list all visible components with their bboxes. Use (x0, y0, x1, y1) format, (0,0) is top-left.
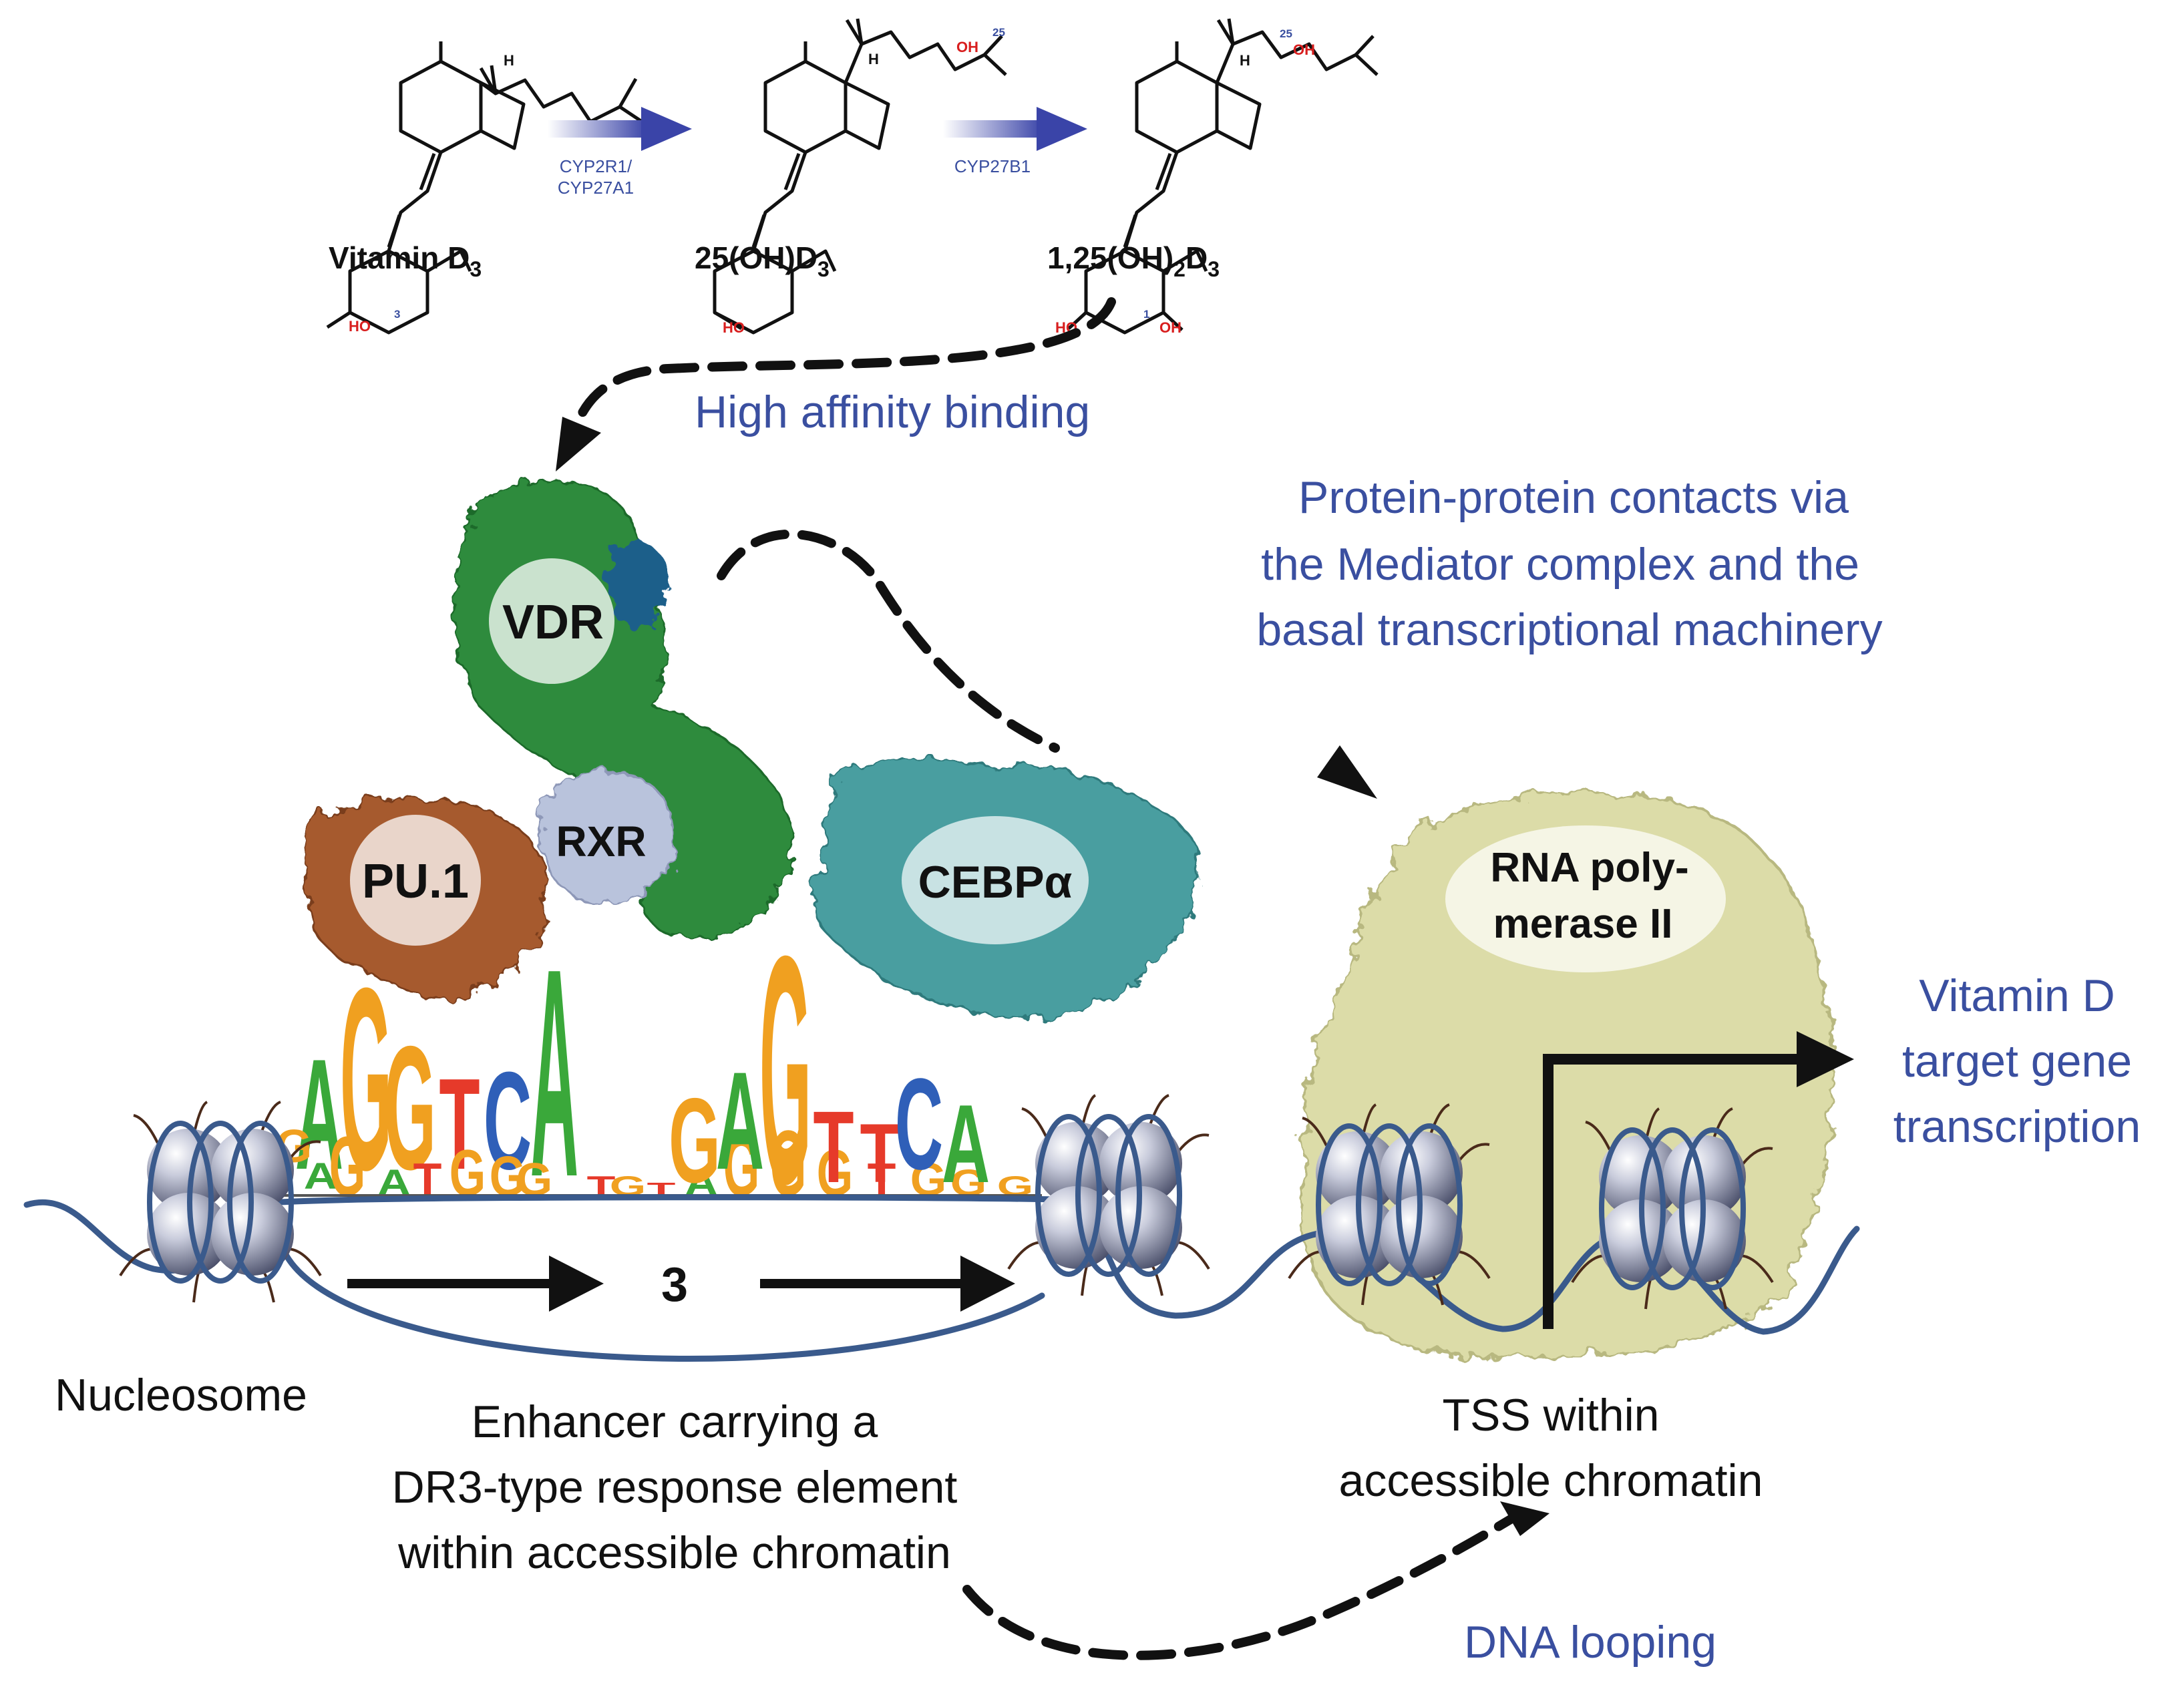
vitamin-d3-structure (326, 41, 645, 335)
25ohd3-structure (713, 18, 1007, 335)
enhancer-label-line2: DR3-type response element (392, 1462, 958, 1513)
half-site-arrowhead-2 (960, 1256, 1015, 1312)
vdr-protein: VDR (453, 480, 795, 940)
motif-right-letter-3: G (759, 889, 811, 1252)
nucleosome-2 (1007, 1094, 1210, 1296)
motif-minor-letter-2: A (304, 1156, 338, 1197)
h-atom-3: H (1240, 52, 1250, 69)
motif-left-letter-1: A (295, 1027, 343, 1203)
target-label-line2: target gene (1902, 1036, 2132, 1087)
125oh2d3-structure (1067, 18, 1379, 335)
high-affinity-label: High affinity binding (695, 387, 1090, 437)
tss-label-line2: accessible chromatin (1339, 1455, 1763, 1506)
enzyme-arrows: CYP2R1/ CYP27A1 CYP27B1 (548, 107, 1087, 198)
dna-looping-label: DNA looping (1464, 1617, 1716, 1668)
rnapol-label-line2: merase II (1493, 901, 1673, 947)
proteins: VDR PU.1 RXR CEBPα (303, 480, 1200, 1020)
compound-125oh2d3: 1,25(OH)2D3 (1047, 240, 1220, 281)
motif-left-letter-5: C (484, 1043, 532, 1198)
pu1-protein: PU.1 (303, 796, 546, 998)
looping-arrow (962, 1511, 1521, 1660)
h-atom-2: H (868, 51, 879, 67)
motif-right-letter-7: A (942, 1083, 990, 1207)
binding-arrowhead (556, 417, 601, 471)
motif-right-letter-5: T (860, 1107, 900, 1199)
mediator-label-line2: the Mediator complex and the (1261, 539, 1859, 590)
motif-right-letter-1: G (669, 1073, 721, 1208)
ho-atom-2: HO (723, 319, 745, 336)
tss-arrowhead (1797, 1031, 1854, 1087)
rnapol-label-line1: RNA poly- (1490, 845, 1688, 891)
c1-number-3: 1 (1143, 308, 1149, 321)
cebp-protein: CEBPα (811, 755, 1200, 1020)
c3-number-1: 3 (394, 308, 400, 321)
rnapol-label-bubble (1445, 825, 1726, 972)
h-atom-1: H (504, 52, 514, 69)
ho-atom-1: HO (349, 318, 371, 335)
pathway-structures (326, 18, 1379, 335)
nucleosome-label: Nucleosome (55, 1370, 307, 1420)
spacer-number: 3 (661, 1258, 688, 1312)
rxr-protein: RXR (540, 772, 676, 905)
oh-atom-3: OH (1293, 41, 1315, 58)
motif-left-letter-2: G (340, 934, 392, 1224)
target-label-line3: transcription (1893, 1101, 2141, 1152)
motif-right-letter-6: C (895, 1051, 943, 1197)
motif-right-letter-4: T (813, 1091, 854, 1204)
tss-arrow (1543, 1031, 1854, 1329)
bottom-labels: Nucleosome Enhancer carrying a DR3-type … (55, 1370, 1763, 1578)
motif-left-letter-6: A (530, 908, 578, 1240)
vdr-label: VDR (502, 596, 604, 649)
mediator-arrow (717, 529, 1060, 753)
nucleosome-4 (1571, 1107, 1774, 1310)
c25-number-2: 25 (992, 26, 1005, 39)
annotations: High affinity binding Protein-protein co… (695, 387, 2141, 1668)
motif-right-letter-2: A (716, 1043, 764, 1198)
cebp-label-bubble (902, 816, 1089, 944)
compound-names: Vitamin D3 25(OH)D3 1,25(OH)2D3 (329, 240, 1220, 281)
enzyme-cyp27b1: CYP27B1 (954, 156, 1031, 176)
enzyme-arrow-2 (943, 107, 1087, 151)
enhancer-label-line3: within accessible chromatin (397, 1527, 951, 1578)
dashed-arrowheads (556, 417, 1550, 1536)
rna-polymerase-ii: RNA poly- merase II (1301, 792, 1835, 1359)
motif-left-letter-4: T (439, 1051, 480, 1197)
mediator-label-line3: basal transcriptional machinery (1256, 604, 1882, 655)
dna-loop (277, 1239, 1045, 1362)
nucleosome-1 (119, 1101, 322, 1303)
enzyme-cyp27a1: CYP27A1 (558, 178, 634, 198)
enzyme-cyp2r1: CYP2R1/ (560, 156, 632, 176)
dr3-arrows: 3 (347, 1256, 1015, 1312)
enzyme-arrow-1 (548, 107, 692, 151)
dashed-arrows (571, 297, 1521, 1660)
motif-left-letter-3: G (384, 1010, 436, 1207)
target-label-line1: Vitamin D (1919, 970, 2115, 1021)
looping-arrowhead (1500, 1501, 1550, 1536)
oh-atom-2: OH (956, 39, 978, 55)
pu1-label: PU.1 (362, 855, 469, 908)
oh-atom-3b: OH (1159, 319, 1181, 336)
vdr-label-bubble (489, 558, 614, 684)
c25-number-3: 25 (1280, 27, 1292, 40)
nucleosomes (119, 1094, 1774, 1310)
half-site-arrowhead-1 (549, 1256, 604, 1312)
nucleosome-3 (1288, 1103, 1491, 1306)
enhancer-label-line1: Enhancer carrying a (472, 1396, 878, 1447)
compound-vitamin-d3: Vitamin D3 (329, 240, 482, 281)
atom-labels: H HO 3 H 25 OH HO H 25 OH HO OH 3 1 (349, 26, 1315, 336)
cebp-label: CEBPα (918, 857, 1073, 908)
tss-label-line1: TSS within (1443, 1390, 1660, 1441)
mediator-arrowhead (1317, 745, 1377, 799)
rxr-label: RXR (556, 817, 646, 866)
compound-25ohd3: 25(OH)D3 (695, 240, 830, 281)
pu1-label-bubble (350, 815, 481, 946)
binding-arrow (571, 297, 1116, 432)
mediator-label-line1: Protein-protein contacts via (1298, 472, 1849, 523)
